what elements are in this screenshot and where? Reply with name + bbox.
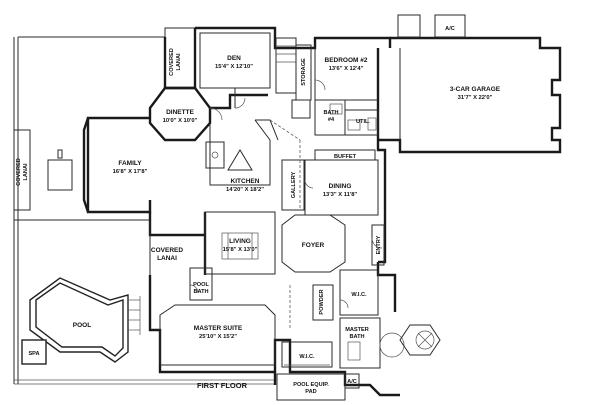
master-bath-line1: MASTER (345, 327, 369, 333)
garage (378, 14, 562, 154)
util-label: UTIL. (356, 119, 370, 125)
master-bath-line2: BATH (349, 334, 364, 340)
entry-label: ENTRY (376, 235, 382, 254)
gallery-label: GALLERY (291, 171, 297, 198)
wic-upper-label: W.I.C. (351, 292, 367, 298)
spa-label: SPA (28, 351, 39, 357)
den-label: DEN (227, 55, 241, 62)
bedroom2-size: 13'6" X 12'4" (329, 66, 364, 72)
ac-top-label: A/C (445, 26, 455, 32)
buffet-label: BUFFET (334, 154, 357, 160)
pool-bath-line2: BATH (193, 289, 208, 295)
garage-size: 31'7" X 22'0" (458, 95, 493, 101)
pool-equip-line1: POOL EQUIP. (293, 382, 329, 388)
master-suite-label: MASTER SUITE (194, 325, 243, 332)
room-labels: DEN 15'4" X 12'10" BEDROOM #2 13'6" X 12… (16, 26, 501, 395)
covered-lanai-top-line2: LANAI (176, 53, 182, 71)
floor-title: FIRST FLOOR (197, 381, 248, 390)
master-suite-size: 25'10" X 15'2" (199, 334, 237, 340)
bath4-number: #4 (328, 117, 335, 123)
wic-lower-label: W.I.C. (299, 354, 315, 360)
family-size: 16'8" X 17'8" (113, 169, 148, 175)
garage-label: 3-CAR GARAGE (450, 86, 501, 93)
dining-size: 13'3" X 11'8" (323, 192, 358, 198)
covered-lanai-mid-line1: COVERED (151, 247, 183, 254)
bedroom2-label: BEDROOM #2 (325, 57, 368, 64)
living-label: LIVING (229, 238, 251, 245)
kitchen-size: 14'20" X 18'2" (226, 187, 264, 193)
interior-walls (149, 32, 441, 401)
covered-lanai-left-line1: COVERED (16, 158, 22, 186)
storage-label: STORAGE (301, 58, 307, 86)
living-size: 15'8" X 13'0" (223, 247, 258, 253)
dinette-size: 10'0" X 10'0" (163, 118, 198, 124)
kitchen-label: KITCHEN (231, 178, 260, 185)
pool-label: POOL (73, 322, 91, 329)
powder-label: POWDER (319, 289, 325, 314)
covered-lanai-mid-line2: LANAI (157, 255, 177, 262)
den-size: 15'4" X 12'10" (215, 64, 253, 70)
pool-bath-line1: POOL (193, 282, 209, 288)
bath4-label: BATH (323, 110, 338, 116)
covered-lanai-left-line2: LANAI (23, 163, 29, 181)
pool-equip-line2: PAD (305, 389, 316, 395)
covered-lanai-top-line1: COVERED (169, 48, 175, 76)
dining-label: DINING (329, 183, 352, 190)
pool-area (14, 219, 151, 365)
foyer-label: FOYER (302, 242, 325, 249)
family-label: FAMILY (118, 160, 142, 167)
dinette-label: DINETTE (166, 109, 194, 116)
ac-bottom-label: A/C (347, 379, 357, 385)
